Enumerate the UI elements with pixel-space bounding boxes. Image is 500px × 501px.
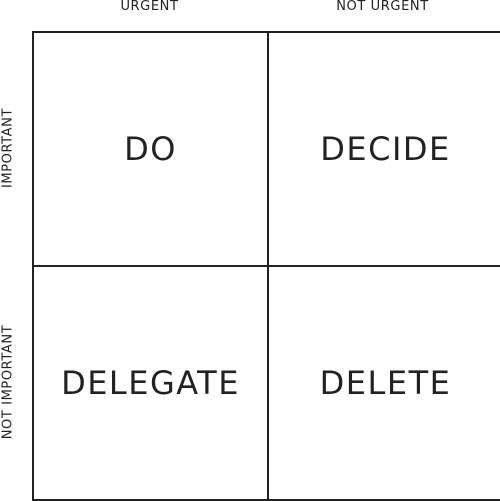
quadrant-decide: DECIDE — [269, 33, 500, 265]
horizontal-divider — [34, 265, 500, 267]
row-header-important: IMPORTANT — [0, 107, 16, 189]
quadrant-label-delete: DELETE — [319, 364, 452, 402]
row-header-not-important: NOT IMPORTANT — [0, 324, 16, 440]
quadrant-label-do: DO — [124, 130, 177, 168]
quadrant-delegate: DELEGATE — [34, 267, 267, 499]
column-header-urgent: URGENT — [120, 0, 179, 14]
quadrant-delete: DELETE — [269, 267, 500, 499]
quadrant-do: DO — [34, 33, 267, 265]
quadrant-label-decide: DECIDE — [320, 130, 451, 168]
quadrant-label-delegate: DELEGATE — [61, 364, 240, 402]
column-header-not-urgent: NOT URGENT — [336, 0, 429, 14]
eisenhower-matrix: DO DECIDE DELEGATE DELETE — [32, 31, 500, 501]
